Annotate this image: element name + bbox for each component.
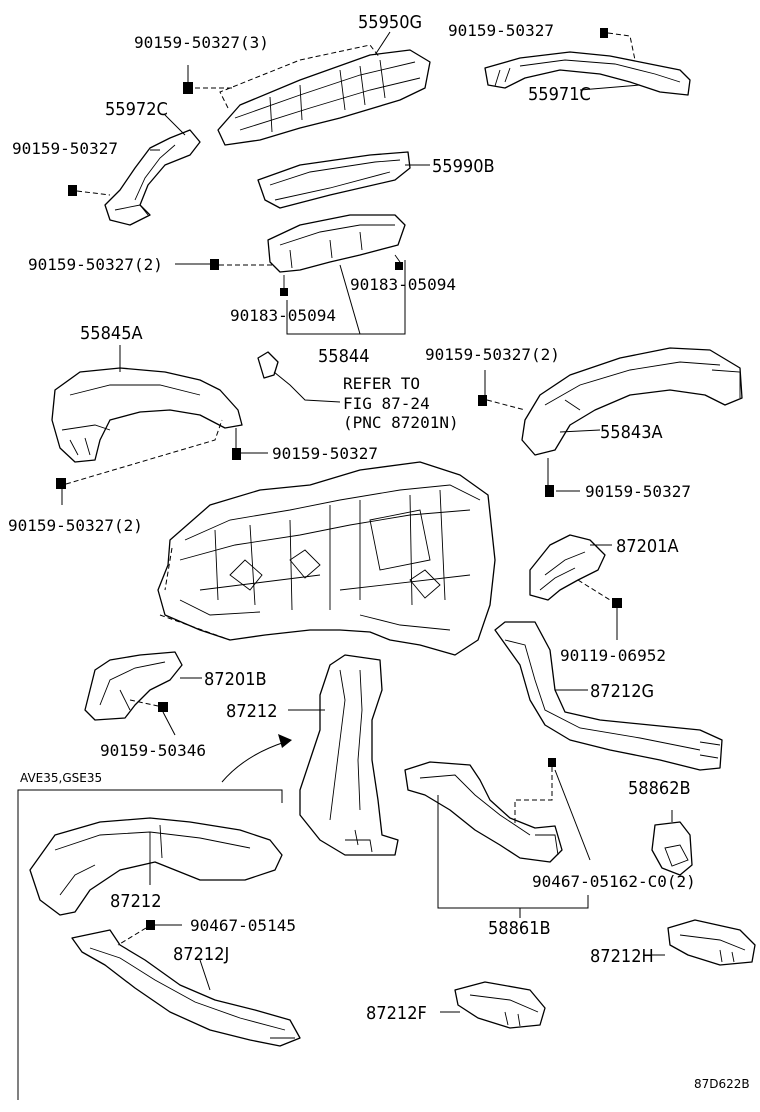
part-55845A-drawing[interactable] [51, 367, 243, 489]
part-55990B-drawing[interactable] [257, 151, 411, 209]
label-90159-50327-top: 90159-50327 [448, 21, 554, 40]
variant-box-frame [17, 789, 283, 1100]
label-90467-05145: 90467-05145 [190, 916, 296, 935]
refer-line-3: (PNC 87201N) [343, 413, 459, 432]
part-55844-drawing[interactable] [210, 214, 406, 296]
label-58862B: 58862B [628, 778, 691, 799]
label-87212-box: 87212 [110, 891, 162, 912]
part-87212F-drawing[interactable] [454, 981, 546, 1029]
label-90159-50327-2-left: 90159-50327(2) [8, 516, 143, 535]
refer-line-1: REFER TO [343, 374, 420, 393]
label-55990B: 55990B [432, 156, 495, 177]
label-58861B: 58861B [488, 918, 551, 939]
connector-87201N-drawing[interactable] [257, 351, 341, 403]
figure-code: 87D622B [694, 1077, 750, 1091]
direction-arrow [221, 734, 292, 783]
label-55844: 55844 [318, 346, 370, 367]
label-90159-50327-center: 90159-50327 [272, 444, 378, 463]
part-87212H-drawing[interactable] [667, 919, 756, 966]
part-55971C-drawing[interactable] [484, 28, 691, 96]
part-55950G-drawing[interactable] [217, 44, 431, 146]
label-90119-06952: 90119-06952 [560, 646, 666, 665]
label-55972C: 55972C [105, 99, 168, 120]
label-87201B: 87201B [204, 669, 267, 690]
label-90467-05162: 90467-05162-C0(2) [532, 872, 696, 891]
label-90159-50346: 90159-50346 [100, 741, 206, 760]
part-55843A-drawing[interactable] [478, 347, 743, 497]
part-58862B-drawing[interactable] [651, 821, 693, 876]
part-87201B-drawing[interactable] [84, 651, 183, 721]
label-90159-50327-left: 90159-50327 [12, 139, 118, 158]
part-87212G-drawing[interactable] [494, 621, 723, 771]
label-87201A: 87201A [616, 536, 679, 557]
part-87201A-drawing[interactable] [529, 534, 622, 608]
label-90183-05094-left: 90183-05094 [230, 306, 336, 325]
part-55972C-drawing[interactable] [68, 129, 201, 226]
part-58861B-drawing[interactable] [404, 758, 563, 863]
part-87212J-drawing[interactable] [71, 920, 301, 1047]
label-90159-50327-2-right: 90159-50327(2) [425, 345, 560, 364]
part-87212-drawing[interactable] [299, 654, 399, 856]
label-90159-50327-right-low: 90159-50327 [585, 482, 691, 501]
hvac-unit-drawing[interactable] [157, 461, 496, 656]
label-87212H: 87212H [590, 946, 654, 967]
label-90183-05094-right: 90183-05094 [350, 275, 456, 294]
label-87212F: 87212F [366, 1003, 427, 1024]
label-90159-50327-2-mid: 90159-50327(2) [28, 255, 163, 274]
label-87212J: 87212J [173, 944, 229, 965]
bolt-90159-50327-3[interactable] [183, 65, 235, 94]
label-55950G: 55950G [358, 12, 422, 33]
part-87212-box-drawing[interactable] [29, 817, 283, 916]
label-87212G: 87212G [590, 681, 654, 702]
variant-label: AVE35,GSE35 [20, 771, 102, 785]
label-55845A: 55845A [80, 323, 143, 344]
label-55843A: 55843A [600, 422, 663, 443]
refer-line-2: FIG 87-24 [343, 394, 430, 413]
label-90159-50327-3: 90159-50327(3) [134, 33, 269, 52]
label-55971C: 55971C [528, 84, 591, 105]
leader-lines [61, 31, 673, 1013]
label-87212-mid: 87212 [226, 701, 278, 722]
